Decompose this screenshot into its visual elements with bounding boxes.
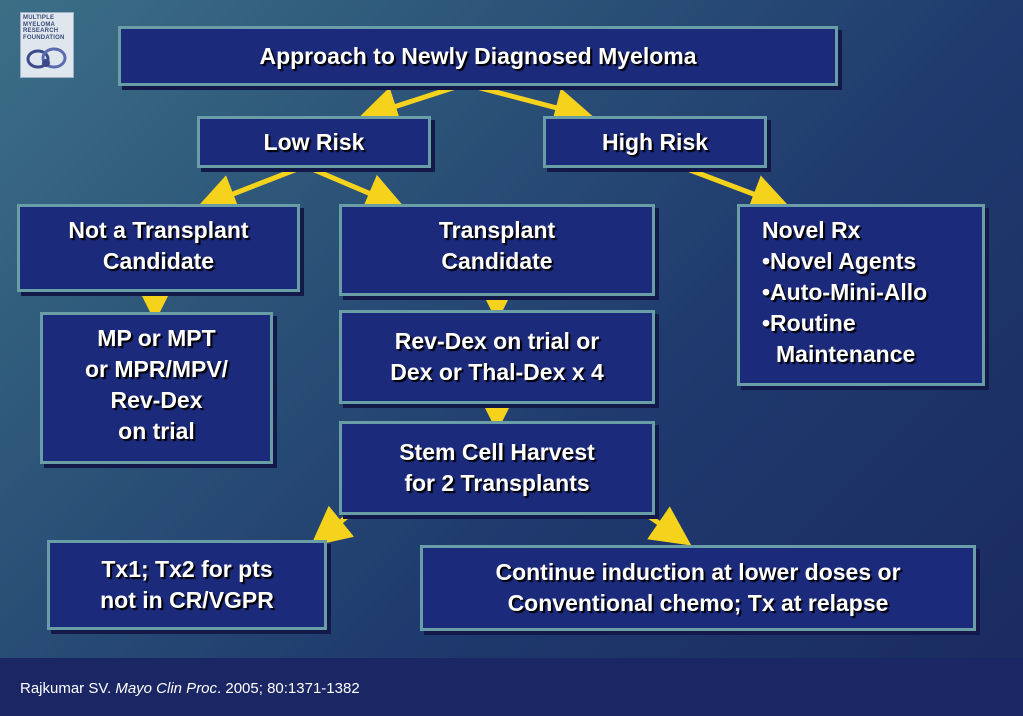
high-risk-box: High Risk bbox=[543, 116, 767, 168]
novel-rx-box: Novel Rx •Novel Agents •Auto-Mini-Allo •… bbox=[737, 204, 985, 386]
stemcell-box: Stem Cell Harvest for 2 Transplants bbox=[339, 421, 655, 515]
revdex-box: Rev-Dex on trial or Dex or Thal-Dex x 4 bbox=[339, 310, 655, 404]
not-transplant-box: Not a Transplant Candidate bbox=[17, 204, 300, 292]
high-risk-text: High Risk bbox=[601, 128, 709, 155]
title-box: Approach to Newly Diagnosed Myeloma bbox=[118, 26, 838, 86]
citation: Rajkumar SV. Mayo Clin Proc. 2005; 80:13… bbox=[20, 680, 360, 697]
low-risk-box: Low Risk bbox=[197, 116, 431, 168]
arrow-to-high-risk bbox=[462, 81, 595, 128]
arrow-to-low-risk bbox=[357, 81, 468, 126]
title-text: Approach to Newly Diagnosed Myeloma bbox=[259, 42, 697, 69]
footer-bar: Rajkumar SV. Mayo Clin Proc. 2005; 80:13… bbox=[0, 658, 1023, 716]
tx-box: Tx1; Tx2 for pts not in CR/VGPR bbox=[47, 540, 327, 630]
mp-box: MP or MPT or MPR/MPV/ Rev-Dex on trial bbox=[40, 312, 273, 464]
logo-emblem-icon bbox=[26, 47, 67, 69]
low-risk-text: Low Risk bbox=[263, 128, 365, 155]
logo-text: MULTIPLE MYELOMA RESEARCH FOUNDATION bbox=[23, 15, 65, 41]
transplant-box: Transplant Candidate bbox=[339, 204, 655, 296]
arrow-to-not-transplant bbox=[196, 163, 308, 213]
mmrf-logo: MULTIPLE MYELOMA RESEARCH FOUNDATION bbox=[20, 12, 74, 78]
arrow-to-novel-rx bbox=[687, 167, 792, 213]
continue-box: Continue induction at lower doses or Con… bbox=[420, 545, 976, 631]
arrow-to-transplant bbox=[302, 163, 406, 212]
